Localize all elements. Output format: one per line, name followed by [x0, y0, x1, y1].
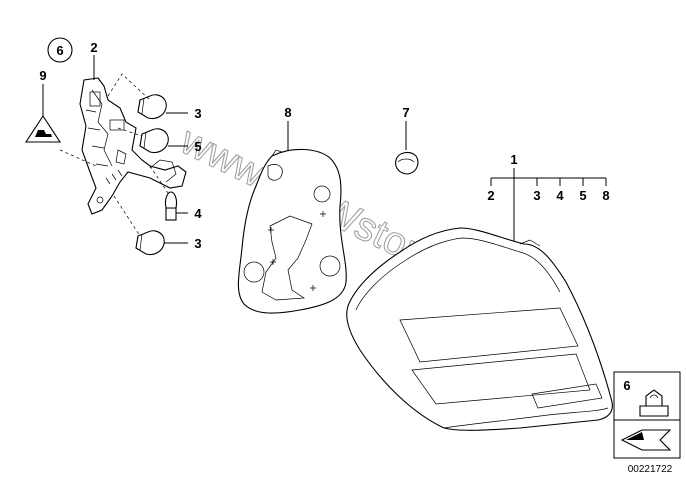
- callout-2[interactable]: 2: [90, 40, 97, 55]
- bulb-holder-assembly[interactable]: [79, 77, 187, 215]
- callout-6-label: 6: [56, 43, 63, 58]
- part-number: 00221722: [628, 464, 673, 475]
- subcallout-5[interactable]: 5: [579, 188, 586, 203]
- inset-callout-6: 6: [623, 378, 630, 393]
- callout-9[interactable]: 9: [39, 68, 46, 83]
- callout-5[interactable]: 5: [194, 139, 201, 154]
- callout-8[interactable]: 8: [284, 105, 291, 120]
- subcallout-3[interactable]: 3: [533, 188, 540, 203]
- callout-6-circled[interactable]: 6: [47, 37, 73, 63]
- callout-4[interactable]: 4: [194, 206, 202, 221]
- clip-nut-icon: [639, 389, 669, 417]
- subcallout-8[interactable]: 8: [602, 188, 609, 203]
- gasket-part-8[interactable]: [237, 148, 347, 314]
- subcallout-4[interactable]: 4: [556, 188, 564, 203]
- callout-3-upper[interactable]: 3: [194, 106, 201, 121]
- inset-box: 6: [613, 371, 681, 459]
- bulb-5[interactable]: [139, 128, 169, 154]
- bulb-3-lower[interactable]: [135, 230, 165, 256]
- arrow-icon: [620, 429, 672, 451]
- tail-light-part-1[interactable]: [346, 227, 613, 431]
- subcallout-2[interactable]: 2: [487, 188, 494, 203]
- bulb-3-upper[interactable]: [137, 94, 167, 120]
- callout-3-lower[interactable]: 3: [194, 236, 201, 251]
- warning-triangle-icon[interactable]: [24, 114, 62, 143]
- callout-7[interactable]: 7: [402, 105, 409, 120]
- bulb-4[interactable]: [164, 191, 178, 221]
- cap-nut-part-7[interactable]: [395, 151, 419, 175]
- callout-1[interactable]: 1: [510, 152, 517, 167]
